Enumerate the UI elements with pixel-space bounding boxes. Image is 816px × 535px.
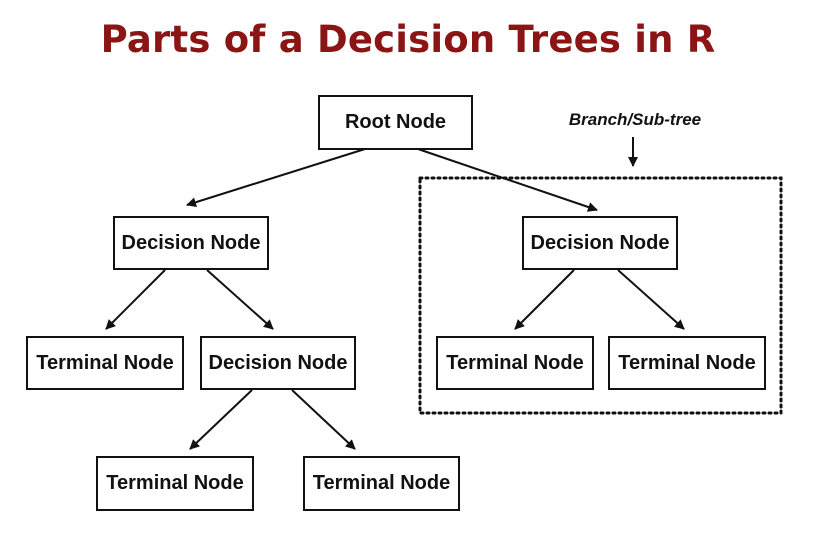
terminal-node-1: Terminal Node — [26, 336, 184, 390]
subtree-dotted-border — [418, 176, 783, 415]
edge-root-decision-right — [417, 148, 598, 212]
terminal-node-2: Terminal Node — [436, 336, 594, 390]
root-node: Root Node — [318, 95, 473, 150]
decision-node-left: Decision Node — [113, 216, 269, 270]
edge-decision-left-terminal-1 — [105, 269, 166, 330]
edge-decision-right-terminal-2 — [514, 269, 575, 330]
subtree-annotation-label: Branch/Sub-tree — [568, 110, 702, 129]
page-title: Parts of a Decision Trees in R — [100, 18, 716, 61]
edge-decision-left-decision-mid — [206, 269, 274, 330]
decision-node-right: Decision Node — [522, 216, 678, 270]
edge-decision-mid-terminal-5 — [291, 389, 356, 450]
terminal-node-5: Terminal Node — [303, 456, 460, 511]
terminal-node-3: Terminal Node — [608, 336, 766, 390]
edge-root-decision-left — [186, 148, 366, 208]
edge-decision-mid-terminal-4 — [189, 389, 253, 450]
edge-decision-right-terminal-3 — [617, 269, 685, 330]
decision-node-mid: Decision Node — [200, 336, 356, 390]
terminal-node-4: Terminal Node — [96, 456, 254, 511]
